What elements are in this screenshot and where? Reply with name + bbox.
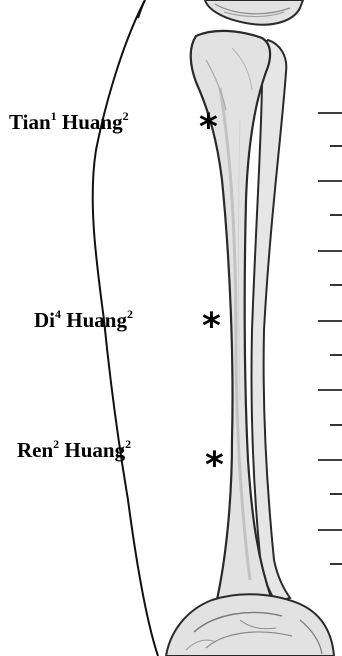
syllable-1: Tian xyxy=(9,110,51,134)
point-label-di-huang: Di4 Huang2 xyxy=(34,310,133,331)
tone-mark-2: 2 xyxy=(127,307,133,321)
point-marker-ren-huang-asterisk: * xyxy=(205,448,224,484)
syllable-2: Huang xyxy=(62,110,123,134)
syllable-1: Di xyxy=(34,308,55,332)
leg-outline-upper xyxy=(138,0,145,18)
tone-mark-1: 1 xyxy=(51,109,57,123)
tone-mark-2: 2 xyxy=(123,109,129,123)
syllable-2: Huang xyxy=(66,308,127,332)
tone-mark-1: 4 xyxy=(55,307,61,321)
syllable-2: Huang xyxy=(64,438,125,462)
fibula-bone xyxy=(251,40,290,602)
tone-mark-1: 2 xyxy=(53,437,59,451)
point-marker-tian-huang-asterisk: * xyxy=(199,110,218,146)
syllable-1: Ren xyxy=(17,438,53,462)
point-label-ren-huang: Ren2 Huang2 xyxy=(17,440,131,461)
point-label-tian-huang: Tian1 Huang2 xyxy=(9,112,129,133)
measurement-scale xyxy=(318,113,342,564)
tone-mark-2: 2 xyxy=(125,437,131,451)
knee-bones xyxy=(205,0,303,25)
point-marker-di-huang-asterisk: * xyxy=(202,309,221,345)
ankle-bones xyxy=(166,594,334,656)
